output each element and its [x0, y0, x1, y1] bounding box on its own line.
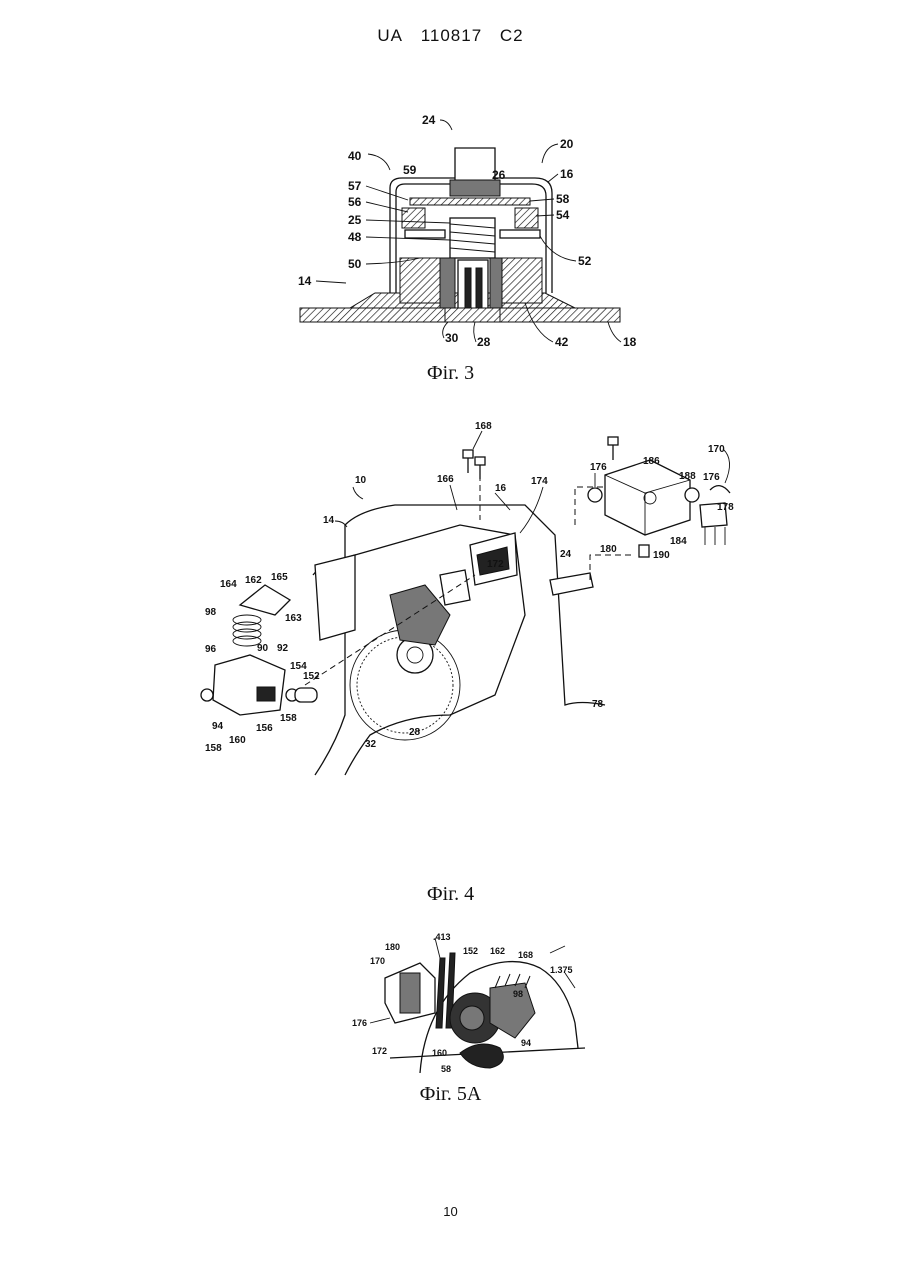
- figure-4-drawing: 168 170 176 186 176 174 188 178 10 166 1…: [195, 415, 755, 795]
- label-20: 20: [560, 137, 574, 151]
- label-94: 94: [521, 1038, 531, 1048]
- label-176: 176: [590, 462, 607, 473]
- label-52: 52: [578, 254, 592, 268]
- label-58: 58: [556, 192, 570, 206]
- label-24: 24: [560, 549, 572, 560]
- label-56: 56: [348, 195, 362, 209]
- label-158b: 158: [280, 713, 297, 724]
- label-172: 172: [372, 1046, 387, 1056]
- label-90: 90: [257, 643, 269, 654]
- label-30: 30: [445, 331, 459, 345]
- label-413: .413: [433, 932, 451, 942]
- page-number: 10: [0, 1204, 901, 1219]
- label-14: 14: [298, 274, 312, 288]
- label-165: 165: [271, 572, 288, 583]
- label-92: 92: [277, 643, 289, 654]
- label-186: 186: [643, 456, 660, 467]
- label-188: 188: [679, 471, 696, 482]
- label-32: 32: [365, 739, 377, 750]
- label-162: 162: [245, 575, 262, 586]
- label-190: 190: [653, 550, 670, 561]
- label-158a: 158: [205, 743, 222, 754]
- label-172: 172: [487, 559, 504, 570]
- spring-98: [233, 615, 261, 646]
- patent-kind: C2: [500, 26, 524, 45]
- label-25: 25: [348, 213, 362, 227]
- label-152: 152: [303, 671, 320, 682]
- label-98: 98: [205, 607, 217, 618]
- figure-3-caption: Фіг. 3: [0, 362, 901, 385]
- label-59: 59: [403, 163, 417, 177]
- label-163: 163: [285, 613, 302, 624]
- document-header: UA 110817 C2: [0, 26, 901, 46]
- label-28: 28: [409, 727, 421, 738]
- label-184: 184: [670, 536, 687, 547]
- label-1375: 1.375: [550, 965, 573, 975]
- label-180: 180: [385, 942, 400, 952]
- label-14: 14: [323, 515, 335, 526]
- label-168: 168: [518, 950, 533, 960]
- label-94: 94: [212, 721, 224, 732]
- label-16: 16: [560, 167, 574, 181]
- figure-5a-drawing: .413 180 152 162 168 170 1.375 98 176 17…: [350, 928, 590, 1076]
- label-160: 160: [229, 735, 246, 746]
- label-40: 40: [348, 149, 362, 163]
- label-18: 18: [623, 335, 637, 349]
- label-176: 176: [352, 1018, 367, 1028]
- label-78: 78: [592, 699, 604, 710]
- label-58: 58: [441, 1064, 451, 1074]
- label-98: 98: [513, 989, 523, 999]
- label-152: 152: [463, 946, 478, 956]
- figure-5a-caption: Фіг. 5А: [0, 1083, 901, 1106]
- label-50: 50: [348, 257, 362, 271]
- label-16: 16: [495, 483, 507, 494]
- label-178: 178: [717, 502, 734, 513]
- label-160: 160: [432, 1048, 447, 1058]
- figure-3-drawing: 24 20 40 59 26 16 57 58 56 54 25 48 52 5…: [290, 108, 650, 358]
- label-162: 162: [490, 946, 505, 956]
- label-176b: 176: [703, 472, 720, 483]
- label-166: 166: [437, 474, 454, 485]
- label-54: 54: [556, 208, 570, 222]
- patent-number: 110817: [421, 26, 482, 45]
- label-57: 57: [348, 179, 362, 193]
- bracket-186: [605, 460, 690, 535]
- label-42: 42: [555, 335, 569, 349]
- label-28: 28: [477, 335, 491, 349]
- spring-48: [450, 218, 495, 258]
- label-24: 24: [422, 113, 436, 127]
- label-174: 174: [531, 476, 548, 487]
- label-164: 164: [220, 579, 237, 590]
- label-10: 10: [355, 475, 367, 486]
- label-168: 168: [475, 421, 492, 432]
- figure-4-caption: Фіг. 4: [0, 883, 901, 906]
- label-170: 170: [708, 444, 725, 455]
- patent-office: UA: [377, 26, 403, 45]
- label-96: 96: [205, 644, 217, 655]
- label-26: 26: [492, 168, 506, 182]
- label-170: 170: [370, 956, 385, 966]
- label-180: 180: [600, 544, 617, 555]
- label-156: 156: [256, 723, 273, 734]
- label-48: 48: [348, 230, 362, 244]
